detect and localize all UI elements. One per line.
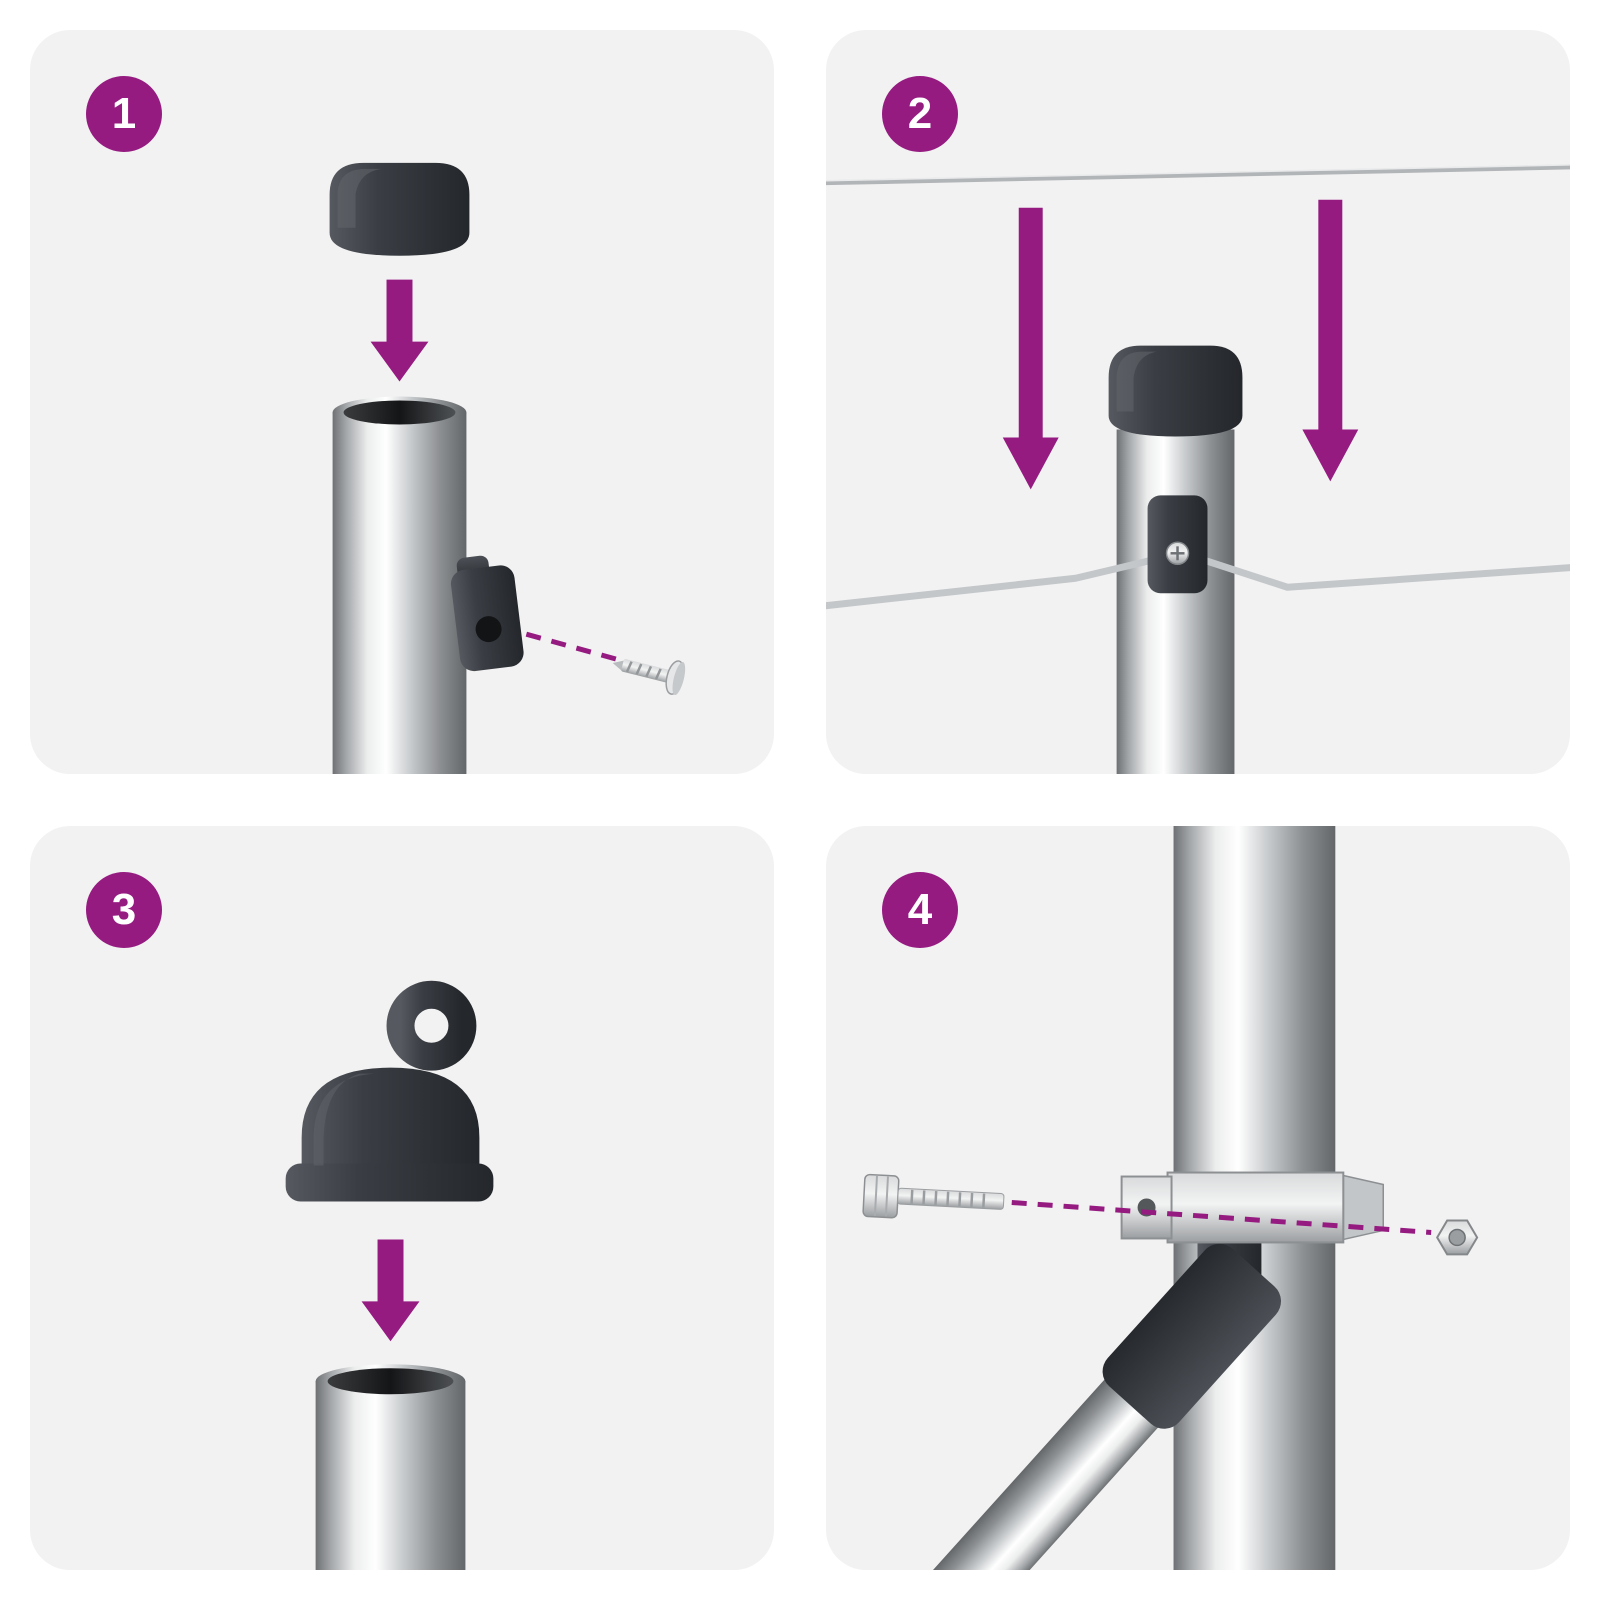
elbow-connector bbox=[1102, 1243, 1281, 1429]
step-3-illustration bbox=[285, 980, 494, 1570]
down-arrow-icon bbox=[1302, 199, 1359, 482]
step-4-panel: 4 bbox=[826, 826, 1570, 1570]
metal-post bbox=[315, 1364, 466, 1570]
metal-post bbox=[332, 396, 467, 774]
dashed-guide-line bbox=[1011, 1200, 1432, 1235]
step-2-panel: 2 bbox=[826, 30, 1570, 774]
step-4-illustration bbox=[826, 826, 1479, 1570]
bolt-icon bbox=[862, 1173, 1005, 1219]
step-number: 3 bbox=[111, 885, 137, 934]
screw-icon bbox=[612, 659, 686, 696]
down-arrow-icon bbox=[1002, 207, 1059, 490]
step-1-panel: 1 bbox=[30, 30, 774, 774]
wire-clip bbox=[1147, 495, 1208, 594]
down-arrow-icon bbox=[361, 1239, 420, 1342]
wire-clip bbox=[450, 555, 524, 672]
clamp bbox=[1120, 1171, 1384, 1244]
step-1-illustration bbox=[329, 162, 686, 774]
step-3-panel: 3 bbox=[30, 826, 774, 1570]
post-cap-icon bbox=[329, 162, 470, 256]
step-3-badge: 3 bbox=[86, 872, 162, 948]
step-2-badge: 2 bbox=[882, 76, 958, 152]
nut-icon bbox=[1436, 1219, 1479, 1256]
capped-post bbox=[1108, 345, 1243, 774]
step-2-illustration bbox=[826, 164, 1570, 774]
step-1-badge: 1 bbox=[86, 76, 162, 152]
step-number: 4 bbox=[907, 885, 933, 934]
eyelet-cap-icon bbox=[285, 980, 494, 1202]
down-arrow-icon bbox=[370, 279, 429, 382]
dashed-guide-line bbox=[525, 631, 628, 665]
step-number: 2 bbox=[907, 89, 933, 138]
step-4-badge: 4 bbox=[882, 872, 958, 948]
top-tension-wire bbox=[826, 164, 1570, 186]
step-number: 1 bbox=[111, 89, 137, 138]
